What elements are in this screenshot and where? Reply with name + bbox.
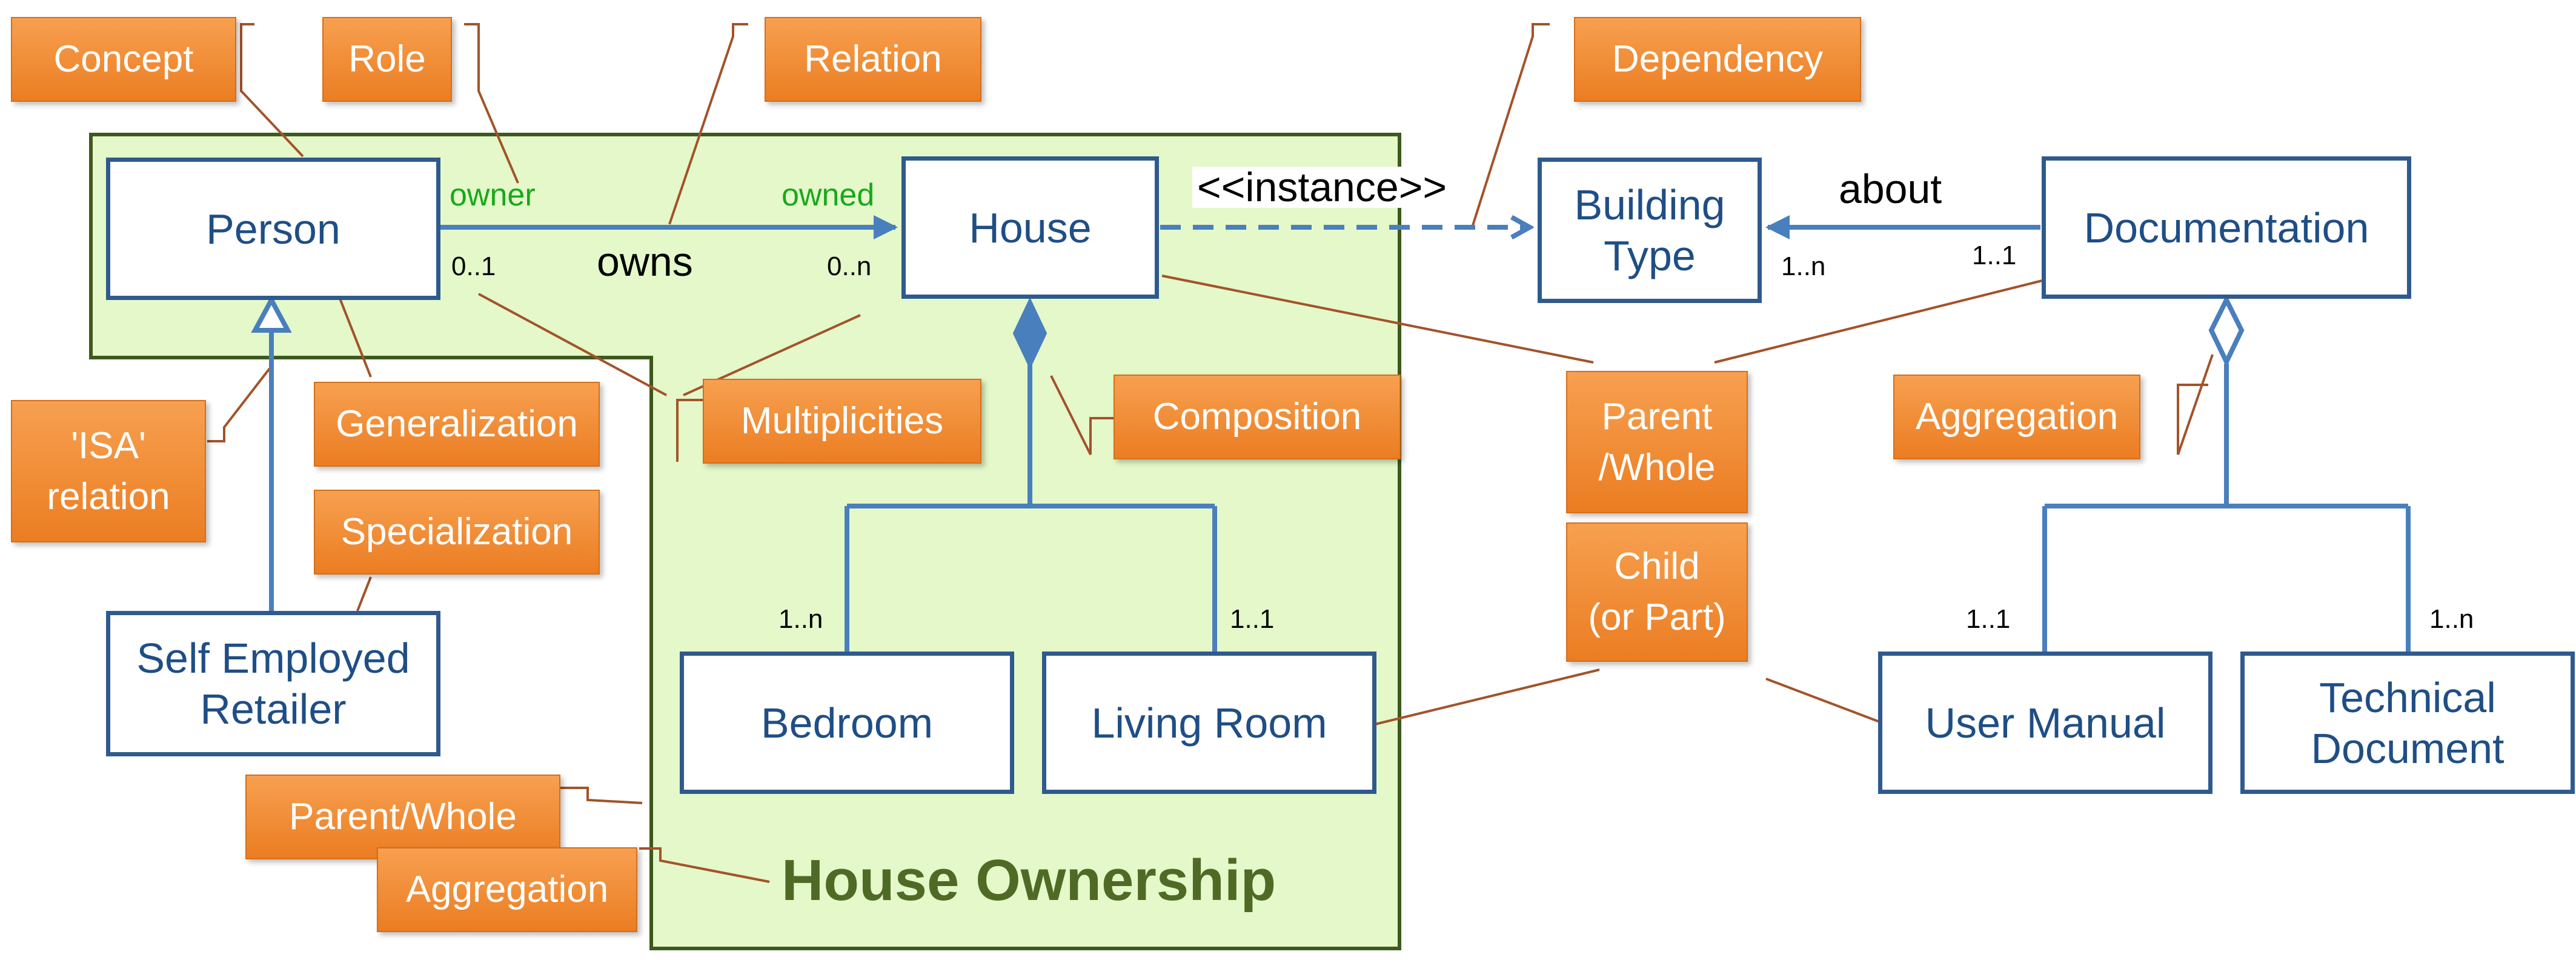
annotation-parent-whole: Parent /Whole — [1566, 371, 1748, 513]
class-house[interactable]: House — [901, 156, 1159, 299]
connectors — [251, 215, 2411, 652]
annotation-specialization: Specialization — [314, 490, 600, 575]
multiplicity-building-type-side: 1..n — [1781, 252, 1826, 281]
multiplicity-user-manual: 1..1 — [1966, 604, 2011, 634]
annotation-composition: Composition — [1114, 375, 1401, 459]
class-building-type[interactable]: Building Type — [1538, 158, 1762, 303]
class-user-manual[interactable]: User Manual — [1878, 652, 2213, 794]
annotation-generalization: Generalization — [314, 382, 600, 467]
multiplicity-living-room: 1..1 — [1230, 604, 1275, 634]
class-person[interactable]: Person — [106, 158, 440, 300]
owned-role-label: owned — [782, 178, 875, 213]
aggregation-diamond-icon — [2208, 295, 2245, 368]
composition-diamond-icon — [1012, 297, 1047, 370]
instance-stereotype-label: <<instance>> — [1192, 167, 1452, 208]
annotation-dependency: Dependency — [1574, 17, 1861, 102]
annotation-aggregation-right: Aggregation — [1893, 375, 2140, 459]
annotation-parent-whole-left: Parent/Whole — [245, 775, 560, 859]
package-title: House Ownership — [782, 848, 1276, 913]
class-living-room[interactable]: Living Room — [1042, 652, 1376, 794]
about-relation-label: about — [1839, 166, 1942, 212]
multiplicity-documentation-side: 1..1 — [1972, 241, 2017, 270]
composition-tree-lines — [845, 364, 1217, 652]
owner-role-label: owner — [450, 178, 536, 213]
multiplicity-person-side: 0..1 — [451, 252, 496, 281]
annotation-role: Role — [322, 17, 452, 102]
class-documentation[interactable]: Documentation — [2042, 156, 2411, 299]
annotation-multiplicities: Multiplicities — [703, 379, 981, 464]
aggregation-tree-lines — [2042, 364, 2411, 652]
annotation-concept: Concept — [11, 17, 236, 102]
multiplicity-bedroom: 1..n — [778, 604, 823, 634]
generalization-arrowhead-icon — [251, 295, 292, 333]
annotation-leader-lines — [207, 23, 2214, 883]
owns-relation-label: owns — [597, 239, 693, 285]
multiplicity-technical-document: 1..n — [2429, 604, 2474, 634]
annotation-isa-relation: 'ISA' relation — [11, 400, 206, 542]
class-technical-document[interactable]: Technical Document — [2240, 652, 2575, 794]
multiplicity-house-side: 0..n — [827, 252, 872, 281]
class-bedroom[interactable]: Bedroom — [680, 652, 1014, 794]
class-self-employed-retailer[interactable]: Self Employed Retailer — [106, 611, 440, 756]
annotation-aggregation-left: Aggregation — [377, 847, 637, 932]
annotation-child-part: Child (or Part) — [1566, 522, 1748, 662]
annotation-relation: Relation — [765, 17, 981, 102]
